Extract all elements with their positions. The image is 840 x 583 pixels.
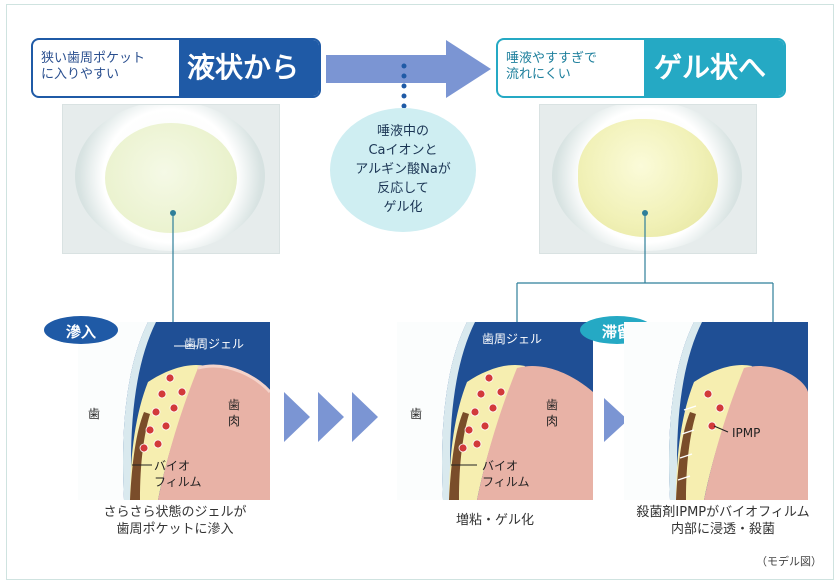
single-arrow (604, 398, 628, 442)
p2-tooth-label: 歯 (410, 407, 423, 421)
panel-thickening (397, 322, 593, 500)
p1-gum-label-2: 肉 (228, 414, 241, 428)
caption-thickening: 増粘・ゲル化 (455, 513, 534, 528)
transition-arrow (326, 40, 491, 98)
liquid-header-sub1: 狭い歯周ポケット (41, 51, 146, 66)
panel-penetration (78, 322, 270, 500)
caption-sterilization: 殺菌剤IPMPがバイオフィルム 内部に浸透・殺菌 (612, 504, 834, 538)
caption-sterilization-line1: 殺菌剤IPMPがバイオフィルム (636, 505, 810, 520)
p2-gum-label-2: 肉 (546, 414, 559, 428)
gel-dish-photo (539, 104, 757, 254)
caption-penetration-line1: さらさら状態のジェルが (103, 505, 247, 520)
gel-header-sub1: 唾液やすすぎで (506, 51, 598, 66)
caption-penetration: さらさら状態のジェルが 歯周ポケットに滲入 (60, 504, 290, 538)
reaction-line4: 反応して (377, 181, 429, 196)
reaction-line2: Caイオンと (368, 143, 438, 158)
liquid-header: 狭い歯周ポケット に入りやすい 液状から (31, 38, 321, 98)
p1-gum-label-1: 歯 (228, 398, 241, 412)
panel-sterilization (624, 322, 808, 500)
reaction-line3: アルギン酸Naが (355, 162, 451, 177)
p2-bio-label-2: フィルム (482, 475, 530, 489)
caption-penetration-line2: 歯周ポケットに滲入 (116, 522, 234, 537)
dotted-connector (401, 63, 407, 109)
gel-header-sub2: 流れにくい (506, 67, 571, 82)
caption-sterilization-line2: 内部に浸透・殺菌 (670, 522, 775, 537)
model-note: （モデル図） (756, 555, 822, 568)
triple-arrows (284, 392, 378, 442)
liquid-dish-photo (62, 104, 280, 254)
p3-ipmp-label: IPMP (732, 426, 761, 440)
reaction-line1: 唾液中の (376, 124, 429, 139)
reaction-line5: ゲル化 (383, 200, 423, 215)
p2-gum-label-1: 歯 (546, 398, 559, 412)
reaction-bubble: 唾液中の Caイオンと アルギン酸Naが 反応して ゲル化 (330, 108, 476, 232)
liquid-header-title: 液状から (187, 51, 300, 84)
p2-gel-label: 歯周ジェル (482, 332, 543, 346)
gel-header: 唾液やすすぎで 流れにくい ゲル状へ (496, 38, 786, 98)
p1-tooth-label: 歯 (88, 407, 101, 421)
p1-bio-label-1: バイオ (154, 459, 191, 473)
penetration-badge: 滲入 (44, 316, 118, 344)
p2-bio-label-1: バイオ (482, 459, 519, 473)
penetration-badge-text: 滲入 (65, 323, 96, 341)
gel-header-title: ゲル状へ (654, 51, 767, 84)
p1-bio-label-2: フィルム (154, 475, 202, 489)
liquid-header-sub2: に入りやすい (41, 67, 120, 82)
p1-gel-label: 歯周ジェル (184, 337, 245, 351)
